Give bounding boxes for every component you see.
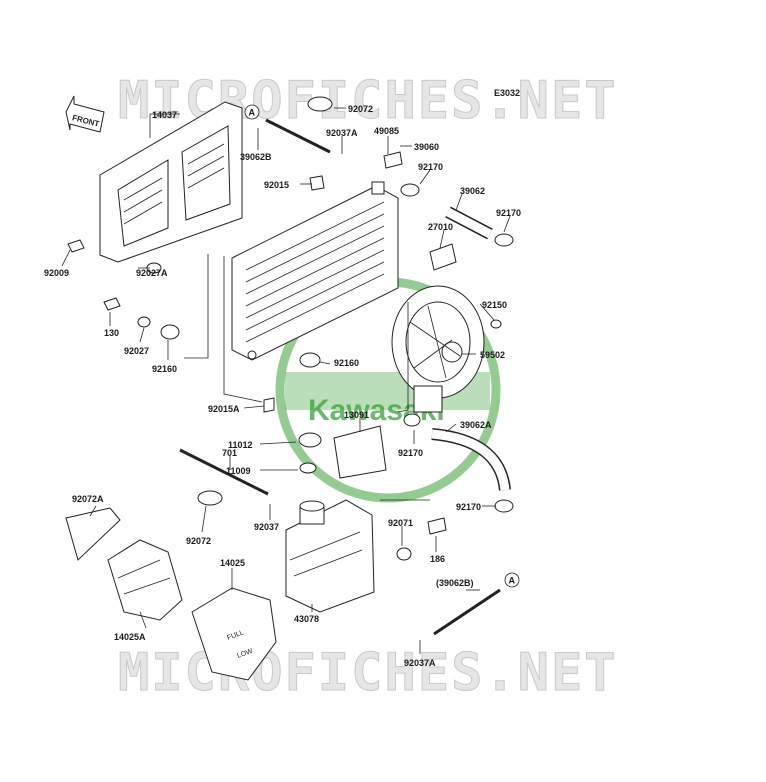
ref-marker-a-bottom-label: A (509, 576, 516, 586)
part-labels: 14037 92009 92027A 130 92027 92160 39062… (44, 104, 521, 668)
part-label: 11012 (228, 440, 253, 450)
diagram-code: E3032 (494, 88, 520, 98)
ref-marker-a-bottom: A (504, 572, 520, 588)
hoses-and-hardware (65, 96, 514, 636)
part-label: 39060 (414, 142, 439, 152)
part-label: 14025A (114, 632, 146, 642)
part-label: 701 (222, 448, 237, 458)
part-label: 92037A (404, 658, 436, 668)
part-label: 92150 (482, 300, 507, 310)
part-label: 92071 (388, 518, 413, 528)
part-label: 39062B (240, 152, 272, 162)
part-label: 39062A (460, 420, 492, 430)
part-label: (39062B) (436, 578, 474, 588)
tank-cover-front (107, 539, 183, 621)
part-label: 92170 (398, 448, 423, 458)
part-label: 92072 (186, 536, 211, 546)
part-label: 186 (430, 554, 445, 564)
part-label: 92072A (72, 494, 104, 504)
part-label: 92015 (264, 180, 289, 190)
part-label: 92027A (136, 268, 168, 278)
part-label: 39062 (460, 186, 485, 196)
ref-marker-a-top: A (244, 104, 260, 120)
part-label: 92170 (456, 502, 481, 512)
radiator-core (231, 181, 399, 361)
part-label: 43078 (294, 614, 319, 624)
ref-marker-a-top-label: A (249, 108, 256, 118)
reservoir-tank (285, 499, 375, 613)
part-label: 92027 (124, 346, 149, 356)
radiator-grille (99, 101, 243, 263)
watermark-bottom: MICROFICHES.NET (118, 643, 618, 703)
part-label: 92037A (326, 128, 358, 138)
part-label: 92170 (418, 162, 443, 172)
part-label: 14037 (152, 110, 177, 120)
part-label: 130 (104, 328, 119, 338)
part-label: 13091 (344, 410, 369, 420)
part-label: 92072 (348, 104, 373, 114)
part-label: 92015A (208, 404, 240, 414)
part-label: 92170 (496, 208, 521, 218)
part-label: 92160 (152, 364, 177, 374)
leader-lines (61, 107, 511, 654)
part-label: 92160 (334, 358, 359, 368)
part-label: 11009 (226, 466, 251, 476)
part-label: 92037 (254, 522, 279, 532)
cooling-fan (391, 285, 485, 413)
part-label: 92009 (44, 268, 69, 278)
part-label: 59502 (480, 350, 505, 360)
part-label: 49085 (374, 126, 399, 136)
part-label: 27010 (428, 222, 453, 232)
part-label: 14025 (220, 558, 245, 568)
front-arrow-icon: FRONT (65, 95, 105, 133)
